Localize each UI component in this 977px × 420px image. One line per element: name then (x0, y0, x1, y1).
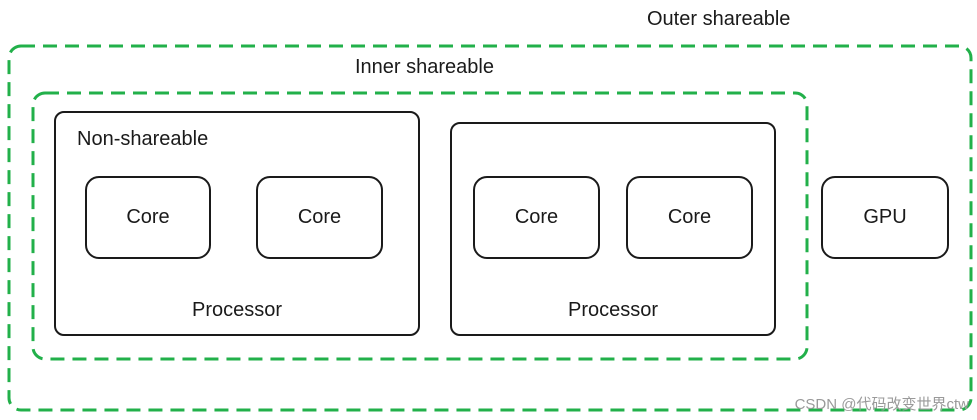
processor-1-core-2: Core (256, 176, 383, 259)
watermark: CSDN @代码改变世界ctw (794, 396, 969, 413)
outer-shareable-label: Outer shareable (647, 8, 791, 30)
processor-2-core-2: Core (626, 176, 753, 259)
inner-shareable-domain (31, 91, 809, 361)
processor-1-core-1: Core (85, 176, 211, 259)
processor-1-label: Processor (191, 299, 283, 321)
gpu-box: GPU (821, 176, 949, 259)
non-shareable-label: Non-shareable (77, 128, 209, 150)
inner-shareable-label: Inner shareable (355, 56, 494, 78)
outer-shareable-domain (7, 44, 973, 412)
processor-2-label: Processor (567, 299, 659, 321)
processor-2-core-1: Core (473, 176, 600, 259)
